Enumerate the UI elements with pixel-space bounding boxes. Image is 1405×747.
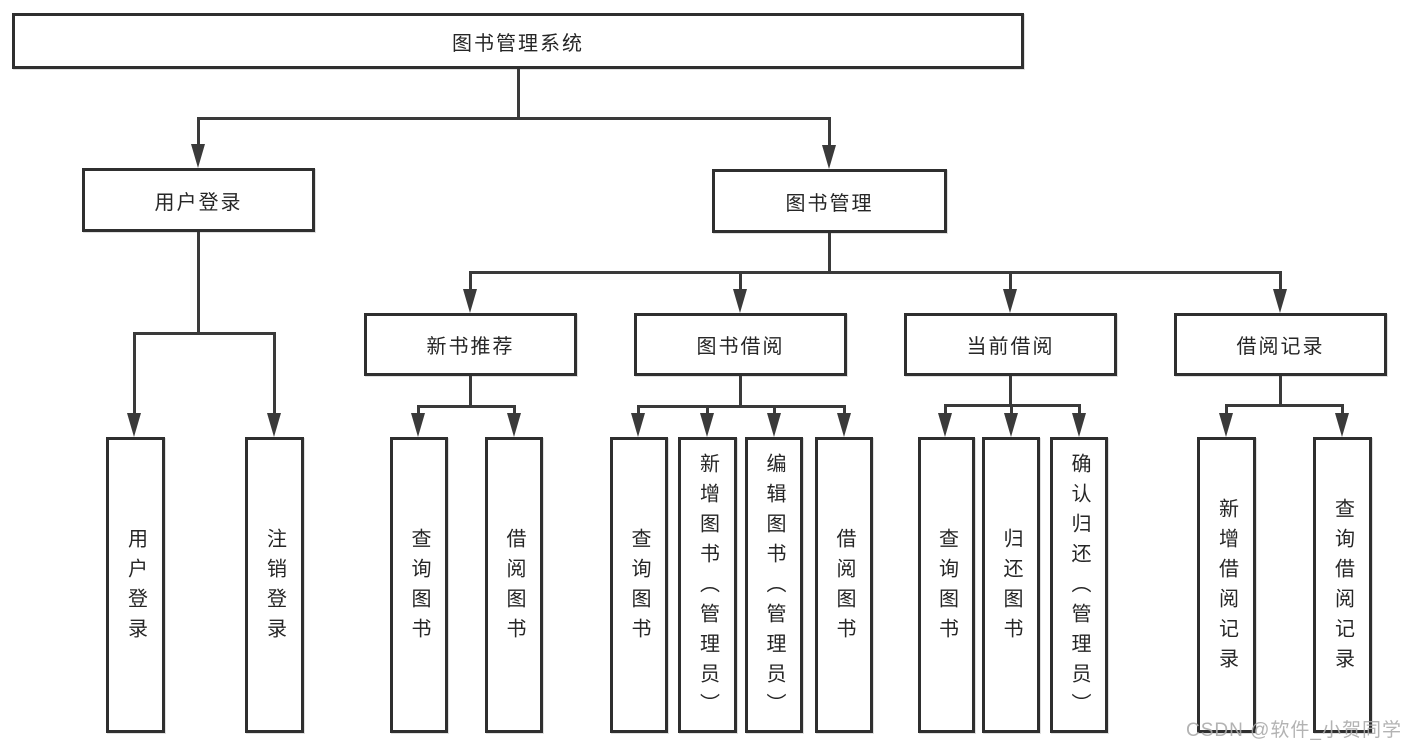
arrow-down-icon [837, 413, 851, 437]
connector-line [513, 405, 516, 417]
node-current-borrow: 当前借阅 [904, 313, 1117, 376]
connector-line [133, 332, 136, 414]
leaf-query-borrow-record: 查询借阅记录 [1313, 437, 1372, 733]
arrow-down-icon [631, 413, 645, 437]
connector-line [469, 271, 472, 291]
connector-line [273, 332, 276, 414]
leaf-query-books-current: 查询图书 [918, 437, 975, 733]
connector-line [828, 233, 831, 273]
connector-line [469, 376, 472, 407]
leaf-borrow-books-recommend: 借阅图书 [485, 437, 543, 733]
connector-line [417, 405, 420, 417]
arrow-down-icon [700, 413, 714, 437]
arrow-down-icon [191, 144, 205, 168]
leaf-user-login: 用户登录 [106, 437, 165, 733]
connector-line [197, 232, 200, 335]
connector-line [773, 405, 776, 417]
leaf-add-books-admin: 新增图书（管理员） [678, 437, 737, 733]
connector-line [1341, 404, 1344, 417]
connector-line [1009, 271, 1012, 291]
node-user-login-branch: 用户登录 [82, 168, 315, 232]
connector-line [417, 405, 516, 408]
node-new-book-recommend: 新书推荐 [364, 313, 577, 376]
node-borrow-record: 借阅记录 [1174, 313, 1387, 376]
arrow-down-icon [1219, 413, 1233, 437]
connector-line [469, 271, 1282, 274]
leaf-borrow-books: 借阅图书 [815, 437, 873, 733]
connector-line [706, 405, 709, 417]
connector-line [517, 69, 520, 119]
node-root-library-system: 图书管理系统 [12, 13, 1024, 69]
arrow-down-icon [822, 145, 836, 169]
arrow-down-icon [1273, 289, 1287, 313]
arrow-down-icon [1072, 413, 1086, 437]
arrow-down-icon [938, 413, 952, 437]
node-book-management-branch: 图书管理 [712, 169, 947, 233]
connector-line [739, 376, 742, 407]
leaf-confirm-return-admin: 确认归还（管理员） [1050, 437, 1108, 733]
connector-line [1279, 376, 1282, 406]
connector-line [637, 405, 640, 417]
arrow-down-icon [411, 413, 425, 437]
connector-line [133, 332, 276, 335]
arrow-down-icon [267, 413, 281, 437]
node-book-borrow: 图书借阅 [634, 313, 847, 376]
leaf-query-books-recommend: 查询图书 [390, 437, 448, 733]
connector-line [197, 117, 200, 148]
connector-line [739, 271, 742, 291]
arrow-down-icon [1335, 413, 1349, 437]
arrow-down-icon [463, 289, 477, 313]
arrow-down-icon [127, 413, 141, 437]
connector-line [1010, 404, 1013, 417]
connector-line [843, 405, 846, 417]
connector-line [1078, 404, 1081, 417]
connector-line [1279, 271, 1282, 291]
connector-line [828, 117, 831, 148]
arrow-down-icon [1004, 413, 1018, 437]
leaf-edit-books-admin: 编辑图书（管理员） [745, 437, 803, 733]
connector-line [1225, 404, 1344, 407]
arrow-down-icon [1003, 289, 1017, 313]
connector-line [197, 117, 831, 120]
arrow-down-icon [507, 413, 521, 437]
leaf-add-borrow-record: 新增借阅记录 [1197, 437, 1256, 733]
leaf-logout: 注销登录 [245, 437, 304, 733]
arrow-down-icon [733, 289, 747, 313]
arrow-down-icon [767, 413, 781, 437]
connector-line [637, 405, 846, 408]
connector-line [944, 404, 947, 417]
connector-line [1009, 376, 1012, 406]
connector-line [1225, 404, 1228, 417]
csdn-watermark: CSDN @软件_小贺同学 [1186, 720, 1402, 741]
leaf-return-books: 归还图书 [982, 437, 1040, 733]
leaf-query-books-borrow: 查询图书 [610, 437, 668, 733]
